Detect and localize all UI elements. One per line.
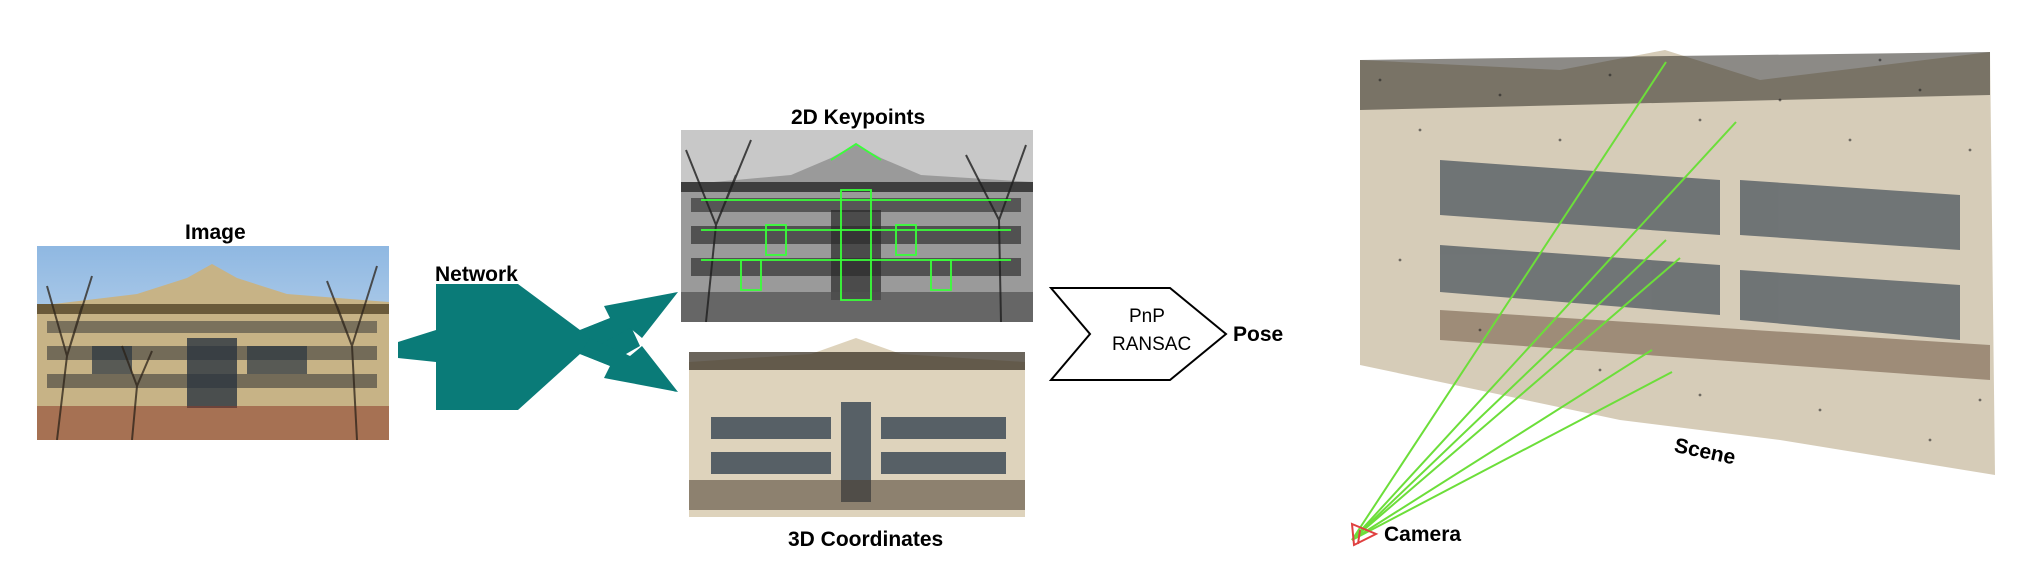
keypoints-label: 2D Keypoints	[791, 106, 926, 129]
network-label: Network	[435, 263, 518, 286]
coordinates-label: 3D Coordinates	[788, 528, 944, 551]
keypoints-image	[681, 130, 1033, 322]
scene-label: Scene	[1672, 434, 1738, 470]
camera-label: Camera	[1384, 523, 1462, 546]
coordinates-image	[681, 332, 1033, 524]
image-label: Image	[185, 221, 246, 244]
ransac-label: RANSAC	[1112, 334, 1192, 355]
pose-label: Pose	[1233, 323, 1284, 346]
pnp-label: PnP	[1129, 306, 1165, 327]
input-image	[37, 246, 389, 440]
